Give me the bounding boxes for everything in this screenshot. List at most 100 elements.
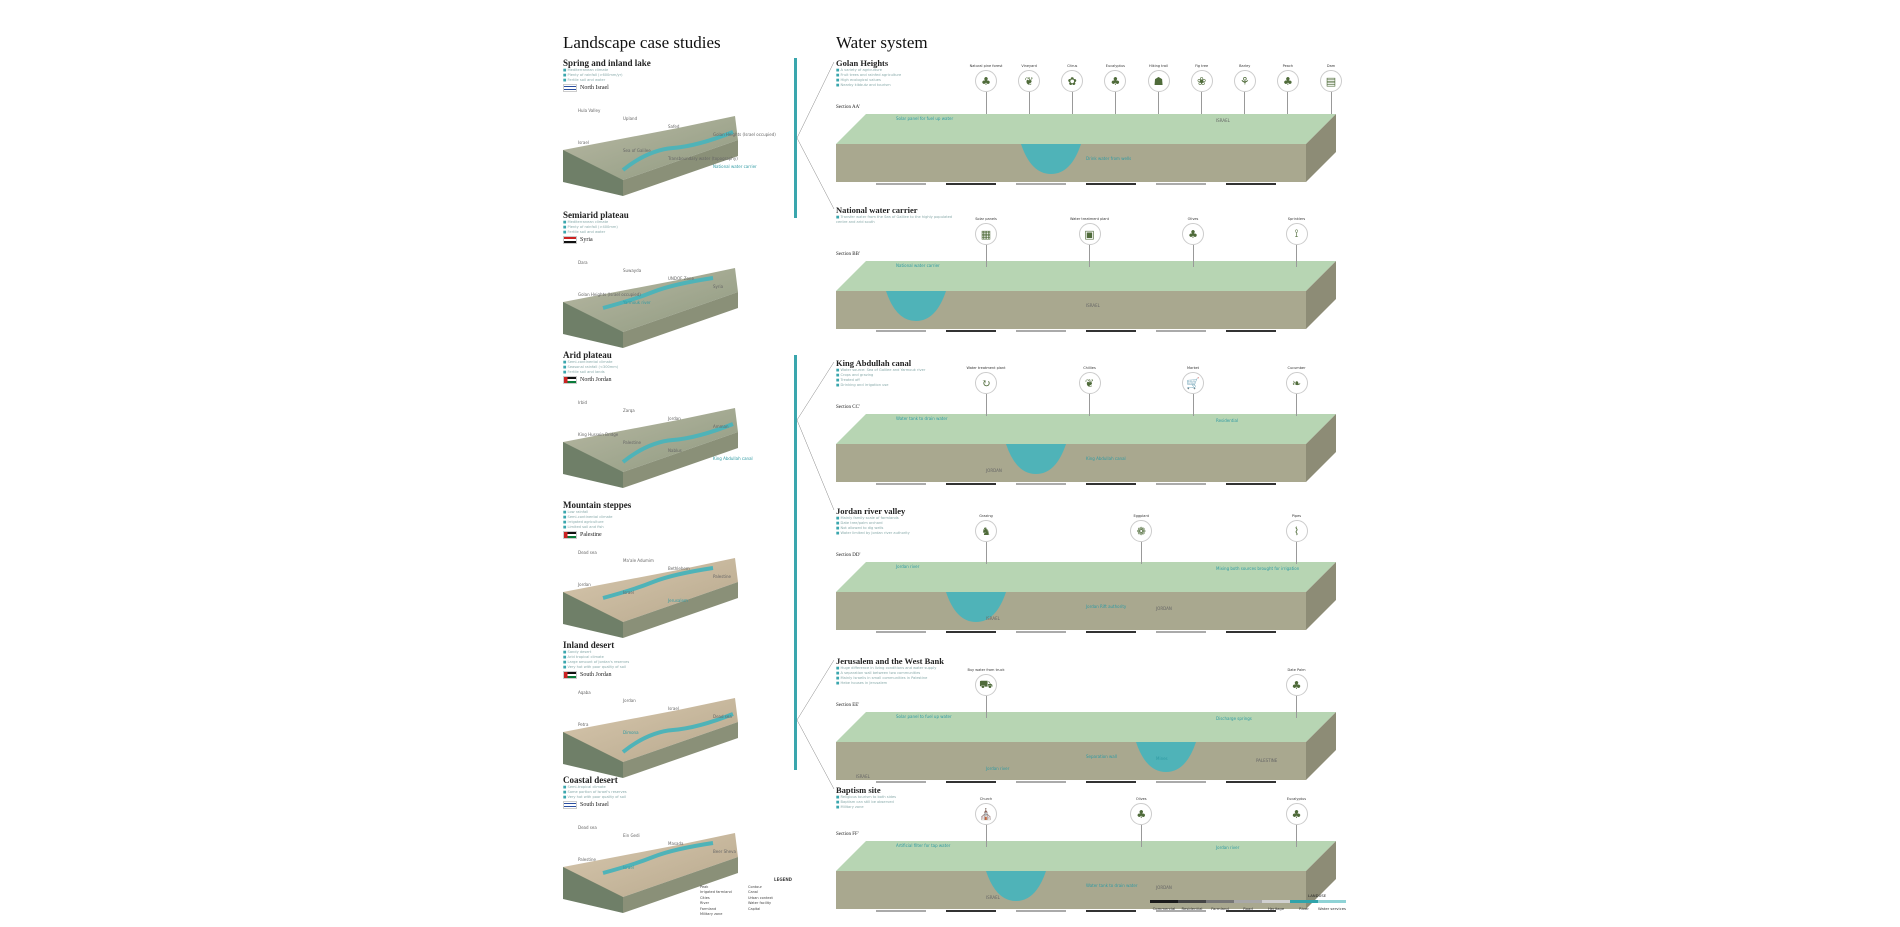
right-title: Water system [836,33,928,52]
section-bullet: High ecological values [836,78,881,82]
natural-pine-forest-icon: ♣ [975,70,997,92]
section-note: JORDAN [1156,606,1172,611]
section-bullet: A variety of agriculture [836,68,882,72]
case-bullets: Mediterranean climatePlenty of rainfall … [563,220,778,235]
case-bullet: Irrigated agriculture [563,520,604,524]
section-title: Jerusalem and the West Bank [836,656,944,666]
jordan-flag-icon [563,376,577,384]
section-note: Jordan river [1216,845,1240,850]
region-label: Palestine [580,532,602,538]
feature-icon: Olives♣ [1181,217,1205,267]
icon-label: Market [1186,366,1200,370]
icon-label: Water treatment plant [1069,217,1110,221]
ground-surface [836,562,1336,592]
map-label: Hula Valley [578,108,601,113]
map-label: Israel [578,140,589,145]
section-bullet: Baptism can still be observed [836,800,894,804]
section-bullets: Transfer water from the Sea of Galilee t… [836,215,954,225]
connector-line [796,419,835,511]
section-bullet: Not allowed to dig wells [836,526,883,530]
feature-icon: Cucumber❧ [1285,366,1309,416]
section-bullets: Water source: Sea of Galilee and Yarmouk… [836,368,954,388]
icon-leader-line [1330,92,1332,114]
terrain-side-left [563,442,623,488]
section-label: Section EE' [836,703,860,708]
landscape-case: Coastal desertSemi-tropical climateSome … [563,775,778,915]
section-bullet: Nearby kibbutz and tourism [836,83,891,87]
map-label: Transboundary water (topography) [668,156,738,161]
icon-leader-line [1296,542,1297,564]
map-label: Dara [578,260,588,265]
section-title: National water carrier [836,205,918,215]
section-note: Discharge springs [1216,716,1252,721]
icon-label: Vineyard [1021,64,1037,68]
feature-icon: Sprinklers⟟ [1285,217,1309,267]
soil-side [1306,712,1336,780]
case-bullet: Low rainfall [563,510,588,514]
icon-leader-line [1114,92,1116,114]
legend-item: River [700,901,710,905]
section-bullet: Drinking and irrigation use [836,383,889,387]
section-note: National water carrier [896,263,940,268]
water-channel [946,592,1006,622]
market-icon: 🛒 [1182,372,1204,394]
terrain-top [563,408,738,472]
olives-icon: ♣ [1130,803,1153,825]
region-label: South Israel [580,802,609,808]
landuse-swatch [1150,900,1178,903]
icon-label: Olives [1135,797,1147,801]
ground-surface [836,114,1336,144]
soil-front [836,291,1306,329]
section-note: Water tank to drain water [1086,883,1138,888]
case-region: South Israel [563,801,778,809]
icon-leader-line [985,696,987,718]
case-title: Inland desert [563,640,615,650]
section-bullet: Fruit trees and rainfed agriculture [836,73,901,77]
section-note: Artificial filter for tap water [896,843,951,848]
fig-tree-icon: ❀ [1190,70,1213,92]
region-label: Syria [580,237,593,243]
feature-icon: Hiking trail☗ [1147,64,1171,114]
section-bullet: Huge difference in living conditions and… [836,666,936,670]
solar-panels-icon: ▦ [975,223,997,245]
cross-section [836,114,1336,185]
icon-leader-line [985,245,987,267]
chillies-icon: ❦ [1078,372,1101,394]
pipes-icon: ⌇ [1285,520,1308,542]
map-label: Dead sea [713,714,732,719]
region-label: North Jordan [580,377,612,383]
terrain-top [563,268,738,332]
case-bullets: Low rainfallSemi-continental climateIrri… [563,510,778,530]
section-note: Drink water from wells [1086,156,1132,161]
water-channel [986,871,1046,901]
feature-icon: Eucalyptus♣ [1285,797,1309,847]
icon-leader-line [1201,92,1203,114]
feature-icon: Peach♣ [1276,64,1300,114]
section-note: Jordan river [986,766,1010,771]
map-label: Ma'ale Adumim [623,558,654,563]
icon-leader-line [1192,245,1194,267]
landuse-item: Water services [1318,900,1346,911]
section-bullet: Treated off [836,378,860,382]
river-shape [621,712,734,754]
soil-side [1306,562,1336,630]
feature-icon: Chillies❦ [1078,366,1102,416]
terrain-side-left [563,592,623,638]
terrain-block [563,116,738,196]
accent-bar-top [794,58,797,218]
terrain-side-left [563,732,623,778]
icon-label: Water treatment plant [966,366,1006,370]
water-channel [1136,742,1196,772]
feature-icon: Dam▤ [1319,64,1343,114]
connector-line [796,361,835,421]
terrain-top [563,698,738,762]
section-note: Solar panel to fuel up water [896,714,952,719]
feature-icon: Grazing♞ [974,514,998,564]
landuse-legend-title: LANDUSE [1308,893,1327,898]
icon-leader-line [1089,245,1090,267]
terrain-side-right [623,432,738,488]
section-note: ISRAEL [986,895,1000,900]
water-section: Jerusalem and the West BankHuge differen… [836,656,1336,786]
case-bullet: Semi-tropical climate [563,785,606,789]
